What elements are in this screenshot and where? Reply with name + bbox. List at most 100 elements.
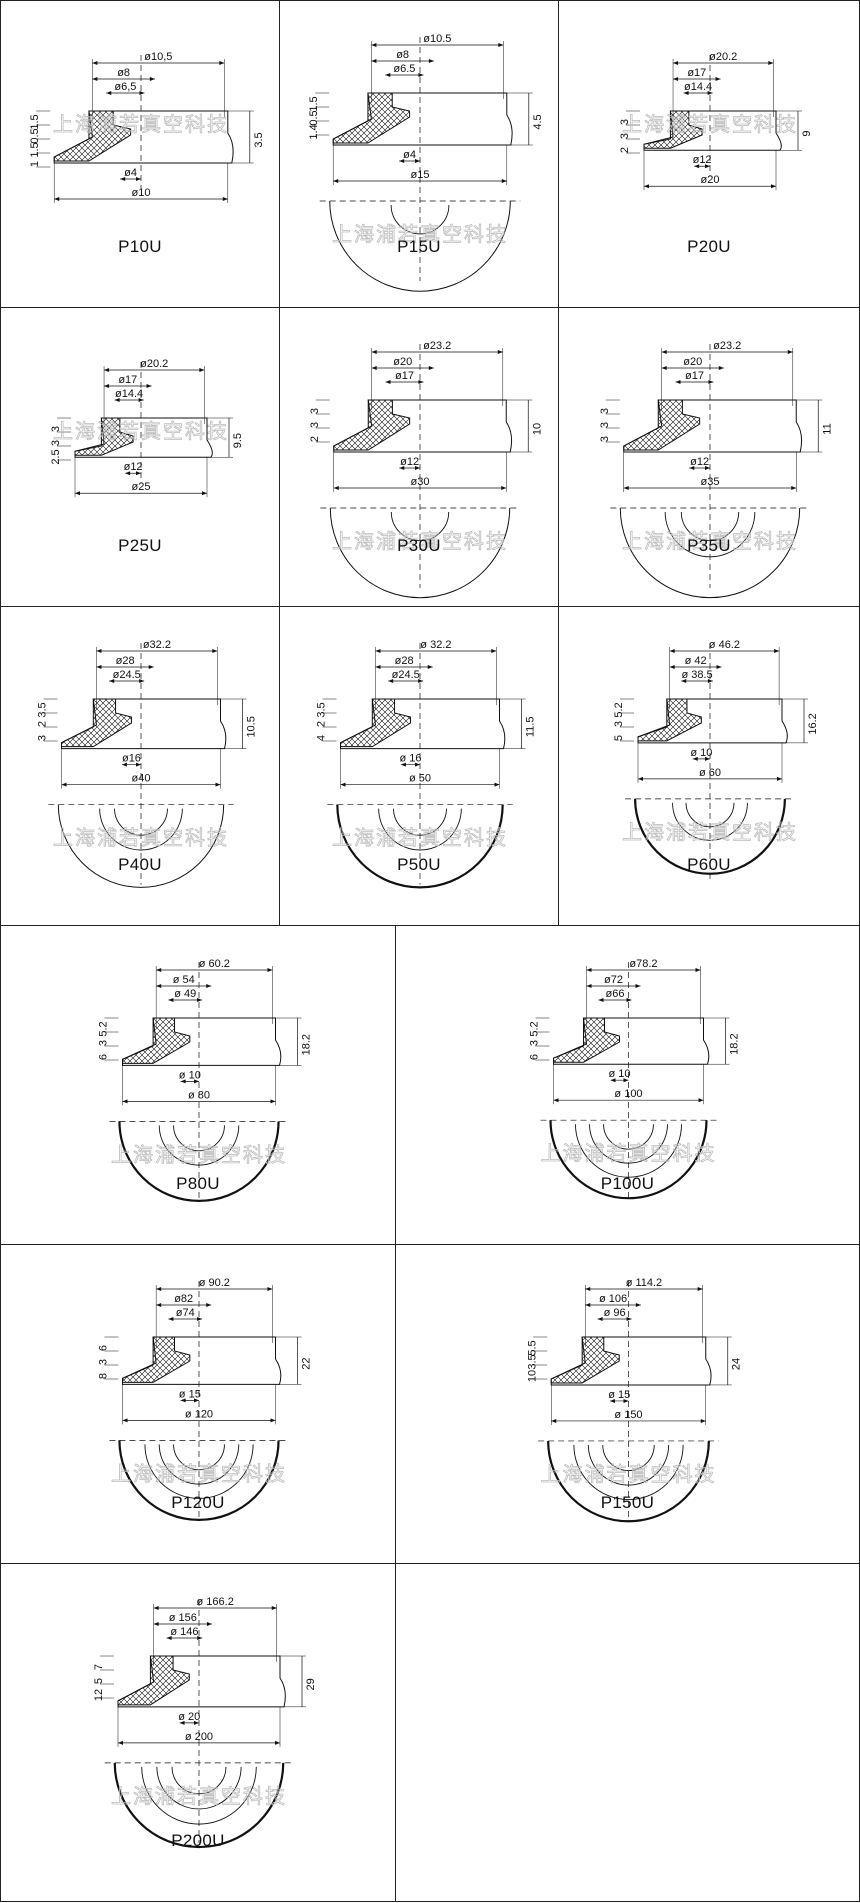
height-label: 3 xyxy=(619,119,631,125)
total-height-label: 11 xyxy=(821,423,833,434)
base-diameter-label: ø30 xyxy=(411,476,430,488)
height-label: 5 xyxy=(93,1678,105,1684)
hatched-section xyxy=(340,698,411,748)
plan-view-slot xyxy=(141,1766,257,1825)
hatched-section xyxy=(643,110,703,149)
inner-diameter-label: ø 49 xyxy=(174,988,196,1000)
height-label: 3 xyxy=(613,721,625,727)
base-diameter-label: ø 50 xyxy=(409,773,431,785)
plan-view-slot xyxy=(173,1125,225,1152)
outer-diameter-label: ø20.2 xyxy=(140,358,168,370)
shoulder-diameter-label: ø 106 xyxy=(599,1293,627,1305)
hatched-section xyxy=(74,417,134,456)
shoulder-diameter-label: ø28 xyxy=(116,655,135,667)
inner-diameter-label: ø14.4 xyxy=(115,388,143,400)
watermark-text: 上海浦若真空科技 xyxy=(53,826,229,850)
outer-diameter-label: ø 166.2 xyxy=(197,1596,234,1608)
base-diameter-label: ø 80 xyxy=(188,1089,210,1101)
inner-diameter-label: ø6,5 xyxy=(114,81,136,93)
watermark-text: 上海浦若真空科技 xyxy=(111,1461,287,1485)
total-height-label: 18.2 xyxy=(301,1034,313,1055)
total-height-label: 4.5 xyxy=(532,114,544,129)
part-name: P10U xyxy=(118,237,162,256)
plan-view-slot xyxy=(685,802,735,828)
shoulder-diameter-label: ø20 xyxy=(683,356,702,368)
bore-diameter-label: ø4 xyxy=(403,149,416,161)
height-label: 3 xyxy=(37,735,49,741)
dimension-arrow xyxy=(689,466,710,470)
inner-diameter-label: ø74 xyxy=(176,1307,195,1319)
dimension-arrow xyxy=(692,756,710,761)
hatched-section xyxy=(117,1655,190,1706)
base-diameter-label: ø40 xyxy=(132,773,151,785)
bore-diameter-label: ø12 xyxy=(693,154,712,166)
shoulder-diameter-label: ø28 xyxy=(395,655,414,667)
bore-diameter-label: ø 15 xyxy=(608,1389,630,1401)
total-height-label: 10 xyxy=(531,423,543,435)
plan-view-slot xyxy=(173,1444,225,1471)
base-diameter-label: ø35 xyxy=(701,476,720,488)
total-height-label: 24 xyxy=(731,1358,743,1370)
height-label: 3 xyxy=(599,422,611,428)
bore-diameter-label: ø12 xyxy=(690,456,709,468)
plan-view-slot xyxy=(680,511,740,542)
watermark-text: 上海浦若真空科技 xyxy=(541,1141,717,1165)
total-height-label: 22 xyxy=(301,1358,313,1370)
height-label: 6 xyxy=(98,1345,110,1351)
outer-diameter-label: ø 90.2 xyxy=(199,1277,230,1289)
bore-diameter-label: ø 16 xyxy=(399,753,421,765)
base-diameter-label: ø 200 xyxy=(185,1731,213,1743)
plan-view-slot xyxy=(672,802,748,841)
watermark-text: 上海浦若真空科技 xyxy=(53,419,229,443)
hatched-section xyxy=(623,399,701,451)
part-name: P25U xyxy=(118,536,162,555)
outer-diameter-label: ø 60.2 xyxy=(199,958,230,970)
plan-view-rim xyxy=(634,798,786,875)
inner-diameter-label: ø24.5 xyxy=(392,669,420,681)
shoulder-diameter-label: ø 156 xyxy=(169,1612,197,1624)
plan-view-slot xyxy=(158,1444,240,1485)
outer-diameter-label: ø 32.2 xyxy=(420,639,451,651)
plan-view-rim xyxy=(336,804,504,889)
total-height-label: 18.2 xyxy=(729,1033,741,1054)
plan-view-slot xyxy=(158,1125,240,1166)
height-label: 3.5 xyxy=(316,702,328,717)
dimension-arrow xyxy=(399,466,420,470)
dimension-arrow xyxy=(609,1398,629,1403)
plan-view-rim xyxy=(118,1121,280,1203)
watermark-text: 上海浦若真空科技 xyxy=(111,1784,287,1808)
total-height-label: 3.5 xyxy=(253,132,265,147)
inner-diameter-label: ø66 xyxy=(606,988,625,1000)
height-label: 0.5 xyxy=(308,110,320,125)
height-label: 3 xyxy=(599,436,611,442)
hatched-section xyxy=(333,399,411,451)
plan-view-slot xyxy=(664,511,756,558)
plan-view-rim xyxy=(113,1762,285,1849)
plan-view-slot xyxy=(575,1124,682,1178)
shoulder-diameter-label: ø17 xyxy=(687,67,706,79)
base-diameter-label: ø20 xyxy=(701,174,720,186)
height-label: 1.5 xyxy=(29,114,41,129)
bore-diameter-label: ø 20 xyxy=(178,1711,200,1723)
plan-view-slot xyxy=(144,1444,254,1499)
dimension-arrow xyxy=(180,1398,199,1403)
height-label: 1 xyxy=(29,161,41,167)
height-label: 5.5 xyxy=(526,1340,538,1355)
plan-view-slot xyxy=(602,1444,655,1472)
base-diameter-label: ø25 xyxy=(132,481,151,493)
hatched-section xyxy=(637,698,702,742)
inner-diameter-label: ø6.5 xyxy=(393,63,415,75)
plan-view-slot xyxy=(171,1766,227,1795)
height-label: 2 xyxy=(309,436,321,442)
height-label: 1.5 xyxy=(29,142,41,157)
height-label: 3 xyxy=(98,1359,110,1365)
